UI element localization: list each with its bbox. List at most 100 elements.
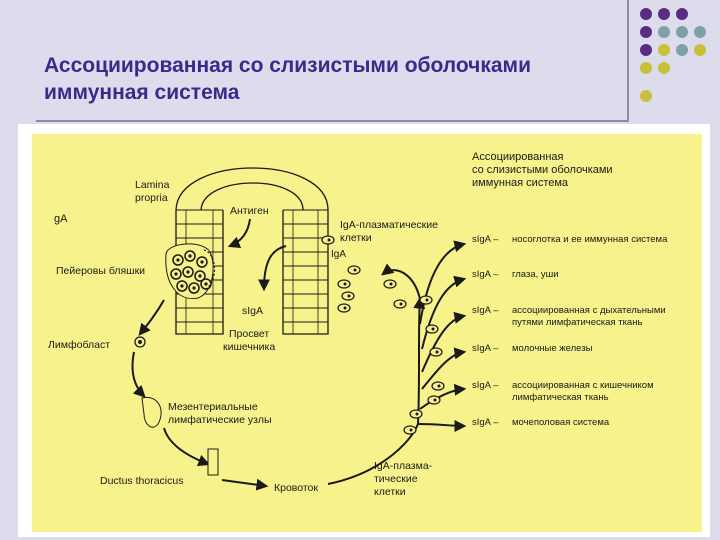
patch-cell-nucleus	[204, 282, 208, 286]
target-6-prefix: sIgA –	[472, 417, 499, 428]
target-3-text-1: ассоциированная с дыхательными	[512, 305, 666, 316]
plasma-cells-bottom-label-2: тические	[374, 473, 418, 485]
patch-cell-nucleus	[192, 286, 196, 290]
peyer-to-lymphoblast-arrow	[138, 299, 165, 336]
diagram-figure: Ассоциированная со слизистыми оболочками…	[18, 124, 710, 537]
target-2-prefix: sIgA –	[472, 269, 499, 280]
plasma-cell-nucleus	[343, 282, 347, 286]
ductus-shape	[207, 448, 219, 476]
lymphoblast-label: Лимфобласт	[48, 339, 110, 351]
target-4-text: молочные железы	[512, 343, 593, 354]
patch-cell-nucleus	[198, 274, 202, 278]
target-3-text-2: путями лимфатическая ткань	[512, 317, 642, 328]
heading: Ассоциированная со слизистыми оболочками…	[472, 151, 613, 189]
dot	[640, 44, 652, 56]
lamina-propria-label-2: propria	[135, 192, 168, 204]
slide-title: Ассоциированная со слизистыми оболочками…	[44, 52, 624, 106]
target-3-prefix: sIgA –	[472, 305, 499, 316]
target-1-prefix: sIgA –	[472, 234, 499, 245]
dot	[676, 8, 688, 20]
siga-lumen-label: sIgA	[242, 305, 263, 317]
mesenteric-node	[141, 396, 162, 428]
lumen-label-2: кишечника	[223, 341, 275, 353]
plasma-cell-nucleus	[435, 350, 439, 354]
branch-2	[421, 275, 467, 350]
title-underline	[36, 120, 628, 122]
lamina-propria-label-1: Lamina	[135, 179, 170, 191]
dot	[676, 26, 688, 38]
branch-5	[419, 383, 467, 410]
lymphoblast-to-nodes-arrow	[131, 351, 146, 398]
plasma-cell-nucleus	[389, 282, 393, 286]
title-line-2: иммунная система	[44, 81, 240, 104]
title-line-1: Ассоциированная со слизистыми оболочками	[44, 54, 531, 77]
dot	[658, 8, 670, 20]
plasma-cell-nucleus	[343, 306, 347, 310]
target-1-text: носоглотка и ее иммунная система	[512, 234, 668, 245]
target-2-text: глаза, уши	[512, 269, 559, 280]
target-4-prefix: sIgA –	[472, 343, 499, 354]
lumen-label-1: Просвет	[229, 328, 269, 340]
branch-4	[421, 347, 467, 390]
dot	[694, 44, 706, 56]
target-5-text-1: ассоциированная с кишечником	[512, 380, 654, 391]
target-6-text: мочеполовая система	[512, 417, 610, 428]
decorative-dots	[640, 8, 720, 108]
patch-cell-nucleus	[186, 270, 190, 274]
plasma-cell-nucleus	[327, 238, 331, 242]
antigen-label: Антиген	[230, 205, 269, 217]
branch-3	[421, 311, 467, 373]
target-5-prefix: sIgA –	[472, 380, 499, 391]
iga-left-label: gA	[54, 213, 68, 225]
diagram-panel	[32, 134, 702, 532]
ductus-to-blood-arrow	[221, 478, 269, 491]
antigen-arrow	[227, 218, 251, 249]
plasma-cells-bottom-label-3: клетки	[374, 486, 406, 498]
patch-cell-nucleus	[176, 258, 180, 262]
plasma-cell-nucleus	[347, 294, 351, 298]
plasma-cell-nucleus	[409, 428, 413, 432]
villi-right	[283, 209, 328, 334]
branch-6	[417, 419, 467, 432]
dot	[640, 62, 652, 74]
dot	[676, 44, 688, 56]
target-list: sIgA – носоглотка и ее иммунная система …	[472, 234, 668, 428]
plasma-cell-nucleus	[415, 412, 419, 416]
heading-line-3: иммунная система	[472, 177, 569, 189]
ductus-label: Ductus thoracicus	[100, 475, 183, 487]
patch-cell-nucleus	[200, 260, 204, 264]
mucosal-immune-diagram: Ассоциированная со слизистыми оболочками…	[32, 134, 702, 532]
plasma-cell-nucleus	[425, 298, 429, 302]
target-5-text-2: лимфатическая ткань	[512, 392, 609, 403]
dot	[640, 90, 652, 102]
plasma-cell-nucleus	[431, 327, 435, 331]
branch-1	[419, 240, 467, 325]
mesenteric-label-1: Мезентериальные	[168, 401, 258, 413]
iga-small-label: IgA	[331, 249, 346, 260]
dot	[694, 26, 706, 38]
siga-arrow	[258, 245, 287, 292]
heading-line-1: Ассоциированная	[472, 151, 564, 163]
plasma-cells-top-label-1: IgA-плазматические	[340, 219, 438, 231]
dot	[658, 44, 670, 56]
vertical-divider	[627, 0, 629, 122]
nodes-to-ductus-arrow	[163, 427, 211, 467]
dot	[640, 8, 652, 20]
plasma-cell-nucleus	[433, 398, 437, 402]
heading-line-2: со слизистыми оболочками	[472, 164, 613, 176]
flow-arrows	[131, 218, 467, 491]
dot	[640, 26, 652, 38]
lymphoblast-cell	[134, 336, 146, 348]
peyer-label: Пейеровы бляшки	[56, 265, 145, 277]
plasma-cell-nucleus	[399, 302, 403, 306]
bloodstream-label: Кровоток	[274, 482, 318, 494]
plasma-cells-bottom-label-1: IgA-плазма-	[374, 460, 433, 472]
patch-cell-nucleus	[174, 272, 178, 276]
plasma-cells-top-label-2: клетки	[340, 232, 372, 244]
peyers-patch	[165, 243, 216, 300]
dot	[658, 26, 670, 38]
dot	[658, 62, 670, 74]
mesenteric-label-2: лимфатические узлы	[168, 414, 272, 426]
plasma-cells	[321, 235, 445, 435]
